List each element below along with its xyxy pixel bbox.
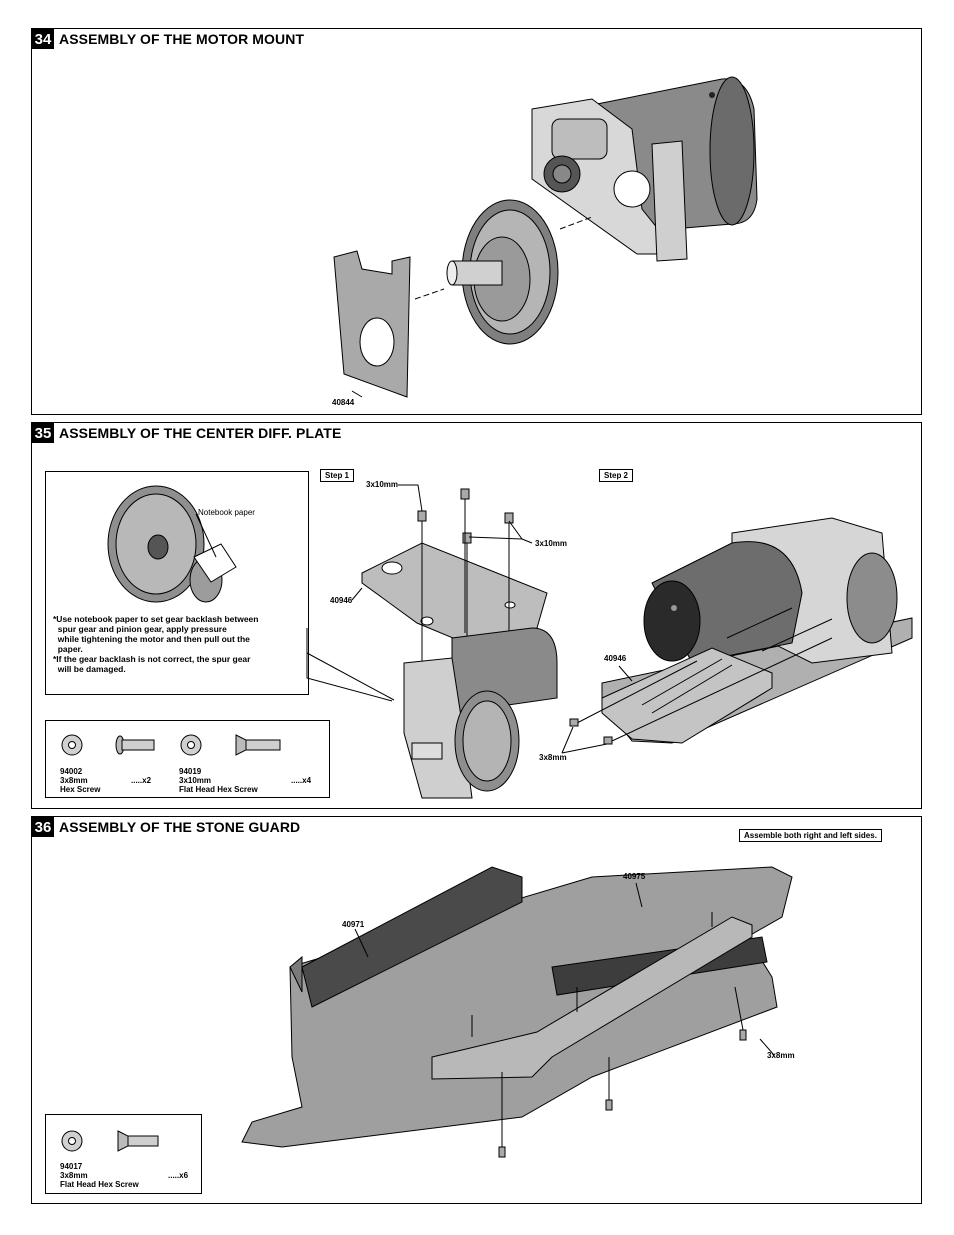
step-35-panel: 35 ASSEMBLY OF THE CENTER DIFF. PLATE No…	[31, 422, 922, 809]
step-title: ASSEMBLY OF THE CENTER DIFF. PLATE	[59, 425, 342, 441]
part-qty: .....x4	[291, 776, 312, 785]
notebook-paper-label: Notebook paper	[198, 508, 255, 517]
step-number: 35	[32, 423, 54, 443]
step-35-header: 35 ASSEMBLY OF THE CENTER DIFF. PLATE	[32, 423, 341, 443]
part-size: 3x10mm	[179, 776, 212, 785]
part-size: 3x8mm	[60, 776, 88, 785]
flat-head-screw-icon	[235, 734, 281, 756]
flat-head-screw-icon	[117, 1130, 159, 1152]
step-number: 34	[32, 29, 54, 49]
screw-label-3x8: 3x8mm	[767, 1051, 795, 1060]
step-36-header: 36 ASSEMBLY OF THE STONE GUARD	[32, 817, 300, 837]
center-diff-plate-drawing	[361, 542, 548, 649]
step-1-tag: Step 1	[320, 469, 355, 482]
gearbox-step1-drawing	[403, 627, 558, 799]
part-name: Flat Head Hex Screw	[179, 785, 258, 794]
screw-label-3x8: 3x8mm	[539, 753, 567, 762]
note-line: while tightening the motor and then pull…	[53, 634, 250, 644]
part-code: 94002	[60, 767, 83, 776]
side-guards-drawing	[301, 866, 768, 1008]
note-line: will be damaged.	[53, 664, 126, 674]
step-36-panel: 36 ASSEMBLY OF THE STONE GUARD Assemble …	[31, 816, 922, 1204]
hex-screw-icon	[115, 735, 155, 755]
step-title: ASSEMBLY OF THE STONE GUARD	[59, 819, 301, 835]
parts-box-step36: 94017 3x8mm Flat Head Hex Screw .....x6	[45, 1114, 202, 1194]
screw-label-3x10-top: 3x10mm	[366, 480, 399, 489]
gearbox-step2-drawing	[601, 517, 913, 744]
part-size: 3x8mm	[60, 1171, 88, 1180]
part-code: 94017	[60, 1162, 83, 1171]
part-qty: .....x6	[168, 1171, 189, 1180]
part-qty: .....x2	[131, 776, 152, 785]
step-34-panel: 34 ASSEMBLY OF THE MOTOR MOUNT	[31, 28, 922, 415]
stone-guard-40971-drawing	[431, 916, 753, 1080]
part-name: Flat Head Hex Screw	[60, 1180, 139, 1189]
stone-guard-label: 40971	[342, 920, 365, 929]
chassis-plate-drawing	[241, 866, 793, 1148]
mount-40844-drawing	[333, 250, 411, 398]
motor-plate-drawing	[531, 98, 688, 262]
backlash-note-box	[45, 471, 309, 695]
part-name: Hex Screw	[60, 785, 101, 794]
part-code: 94019	[179, 767, 202, 776]
note-line: *Use notebook paper to set gear backlash…	[53, 614, 259, 624]
both-sides-notice: Assemble both right and left sides.	[739, 829, 882, 842]
gear-backlash-illustration	[107, 485, 237, 603]
parts-icons	[61, 734, 281, 756]
chassis-label: 40975	[623, 872, 646, 881]
parts-icons	[61, 1130, 159, 1152]
step-2-tag: Step 2	[599, 469, 634, 482]
motor-mount-illustration	[333, 76, 758, 398]
note-line: *If the gear backlash is not correct, th…	[53, 654, 251, 664]
screws-step1	[398, 484, 533, 723]
note-line: spur gear and pinion gear, apply pressur…	[53, 624, 227, 634]
step-number: 36	[32, 817, 54, 837]
plate-label-step1: 40946	[330, 596, 353, 605]
parts-box-step35: 94002 3x8mm Hex Screw .....x2 94019 3x10…	[45, 720, 330, 798]
step-34-header: 34 ASSEMBLY OF THE MOTOR MOUNT	[32, 29, 304, 49]
step-title: ASSEMBLY OF THE MOTOR MOUNT	[59, 31, 305, 47]
spur-gear-drawing	[446, 199, 559, 345]
part-label-40844: 40844	[332, 398, 355, 407]
screws-step36	[471, 912, 747, 1158]
screw-label-3x10-right: 3x10mm	[535, 539, 568, 548]
plate-label-step2: 40946	[604, 654, 627, 663]
note-line: paper.	[53, 644, 83, 654]
plate-step2-drawing	[601, 647, 773, 744]
